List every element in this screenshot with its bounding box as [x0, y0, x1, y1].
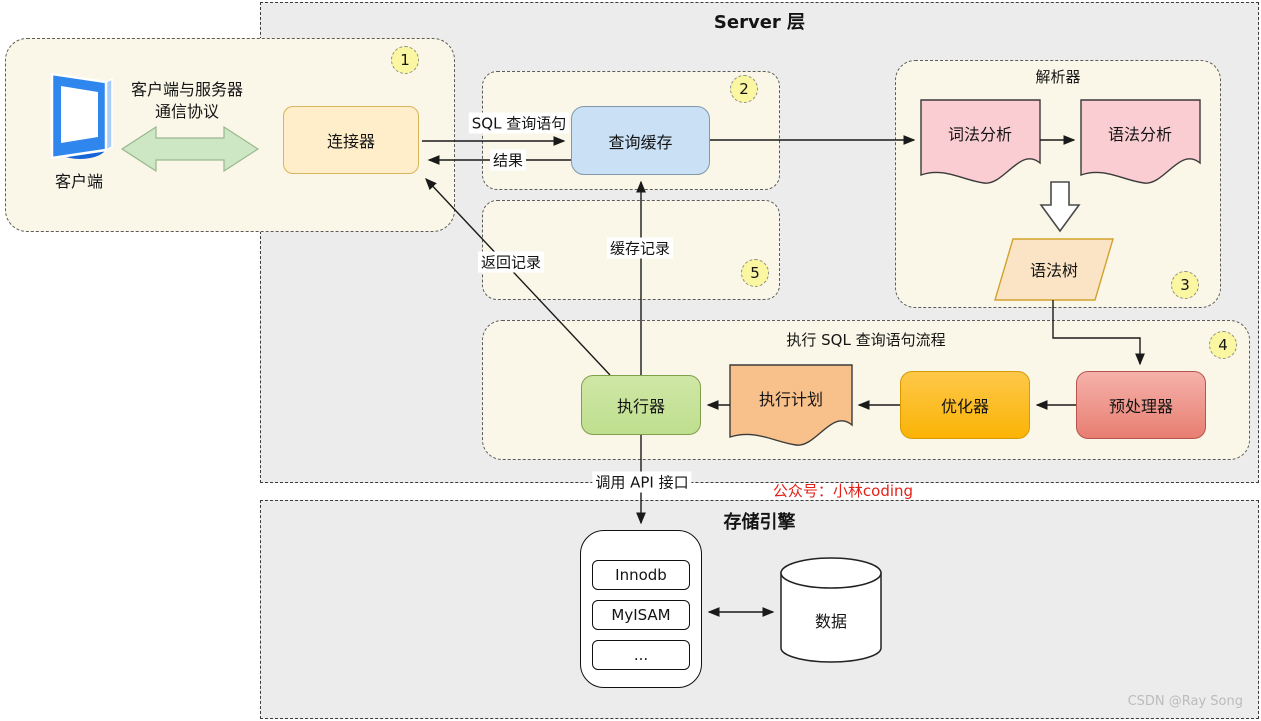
lexical-analysis-label: 词法分析: [947, 125, 1013, 144]
protocol-double-arrow-icon: [120, 125, 260, 173]
step-badge-3: 3: [1171, 271, 1199, 299]
call-api-edge-label: 调用 API 接口: [592, 471, 692, 493]
optimizer-node: 优化器: [900, 371, 1030, 439]
server-layer-title: Server 层: [713, 12, 806, 33]
preprocessor-node: 预处理器: [1076, 371, 1206, 439]
step-badge-5: 5: [741, 259, 769, 287]
cache-record-edge-label: 缓存记录: [606, 237, 674, 259]
protocol-line2: 通信协议: [154, 102, 220, 121]
parser-panel-title: 解析器: [1035, 68, 1081, 86]
lexical-doc-shape: [920, 99, 1041, 184]
csdn-watermark: CSDN @Ray Song: [1127, 694, 1243, 709]
data-label: 数据: [814, 612, 848, 631]
query-cache-node: 查询缓存: [571, 106, 710, 175]
exec-plan-label: 执行计划: [758, 390, 824, 409]
sql-query-edge-label: SQL 查询语句: [468, 112, 570, 134]
database-cylinder-icon: [780, 557, 882, 663]
engine-innodb: Innodb: [592, 560, 690, 590]
syntax-tree-shape: [994, 238, 1114, 301]
result-edge-label: 结果: [489, 149, 527, 171]
executor-node: 执行器: [581, 375, 701, 435]
engine-myisam: MyISAM: [592, 600, 690, 630]
syntax-analysis-label: 语法分析: [1107, 125, 1173, 144]
exec-plan-doc-shape: [729, 364, 853, 446]
edge-tree-to-preprocessor: [1052, 300, 1145, 366]
client-monitor-icon: [50, 72, 113, 160]
protocol-line1: 客户端与服务器: [130, 80, 244, 99]
syntax-doc-shape: [1080, 99, 1201, 184]
step-badge-1: 1: [391, 46, 419, 74]
hollow-down-arrow-icon: [1039, 181, 1081, 233]
storage-layer-title: 存储引擎: [723, 512, 796, 533]
protocol-label: 客户端与服务器通信协议: [131, 79, 243, 123]
step-badge-4: 4: [1209, 331, 1237, 359]
engine-others: ...: [592, 640, 690, 670]
exec-flow-panel-title: 执行 SQL 查询语句流程: [786, 331, 946, 349]
wechat-note: 公众号：小林coding: [772, 482, 914, 500]
syntax-tree-label: 语法树: [1029, 261, 1079, 280]
connector-node: 连接器: [283, 106, 419, 174]
step-badge-2: 2: [730, 75, 758, 103]
cache-record-panel: [482, 200, 780, 300]
edge-executor-to-connector: [425, 177, 611, 376]
return-records-edge-label: 返回记录: [477, 251, 545, 273]
client-label: 客户端: [54, 172, 104, 191]
